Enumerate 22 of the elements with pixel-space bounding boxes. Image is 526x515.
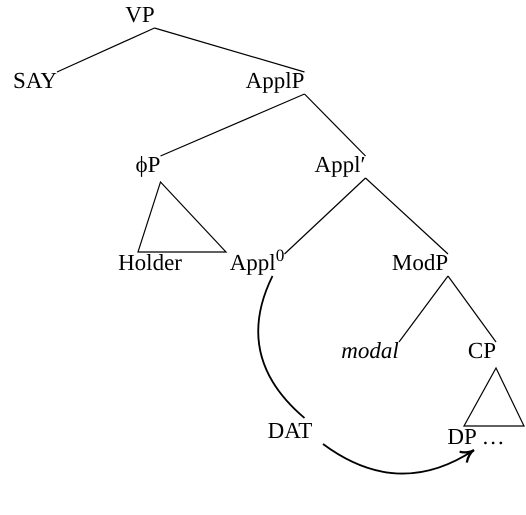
tree-branch: [56, 27, 155, 73]
tree-label: Holder: [118, 248, 182, 278]
tree-branch: [304, 94, 366, 156]
tree-branch: [284, 178, 366, 254]
tree-label: ModP: [392, 248, 448, 278]
roof-triangle: [137, 180, 228, 253]
tree-label: VP: [125, 0, 155, 30]
roof-triangle: [462, 366, 525, 427]
tree-branch: [448, 276, 496, 342]
tree-label: modal: [341, 336, 399, 366]
tree-label: Appl$^{0}$: [230, 248, 284, 278]
tree-branch: [160, 93, 305, 157]
tree-label: ϕP: [136, 150, 160, 180]
tree-label: DP …: [447, 422, 505, 452]
tree-label: Appl′: [314, 150, 366, 180]
tree-branch: [154, 27, 305, 73]
tree-branch: [365, 178, 448, 254]
tree-branch: [398, 276, 448, 342]
tree-label: ApplP: [246, 66, 304, 96]
tree-label: SAY: [13, 66, 57, 96]
tree-label: DAT: [268, 416, 312, 446]
tree-label: CP: [468, 336, 496, 366]
